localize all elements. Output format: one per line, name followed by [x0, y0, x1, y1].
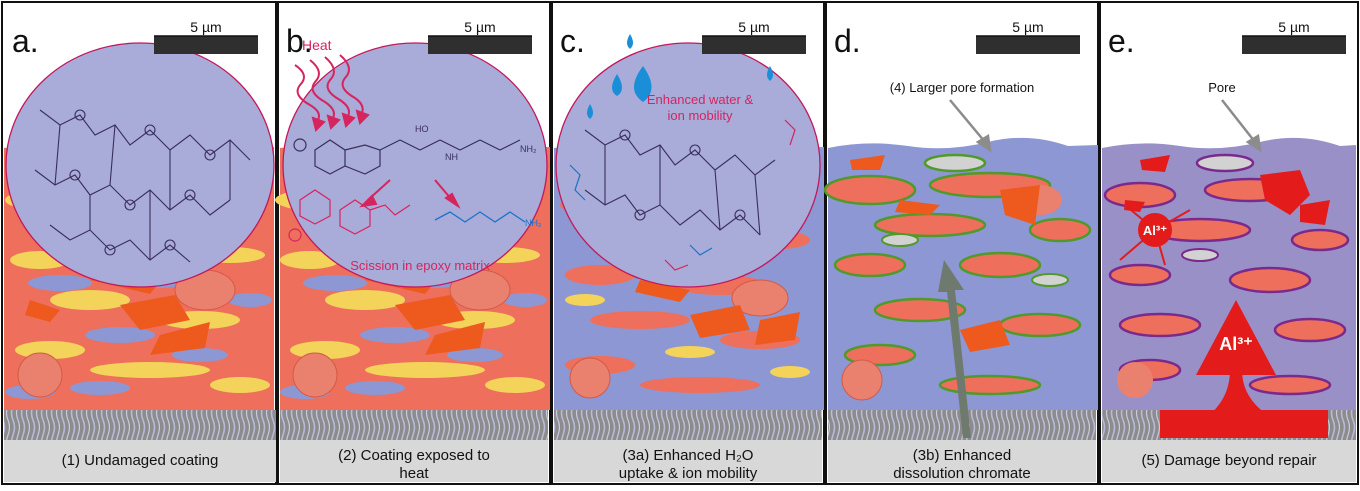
heat-arrows [294, 54, 370, 132]
panel-letter: e. [1108, 23, 1135, 59]
polymer-network [34, 109, 251, 263]
molecule-bubble [5, 42, 275, 288]
coating-layer [823, 137, 1098, 411]
panel-caption: (5) Damage beyond repair [1141, 452, 1316, 469]
epoxy-fragment [293, 138, 521, 175]
substrate [1102, 440, 1356, 482]
heat-label: Heat [302, 37, 332, 53]
scale-bar [1242, 36, 1346, 54]
panel-caption-line-2: heat [399, 465, 429, 482]
panel-caption-line-2: uptake & ion mobility [619, 465, 758, 482]
panel-letter: b. [286, 23, 313, 59]
polymer-network [584, 129, 776, 236]
panel-letter: c. [560, 23, 585, 59]
panel-d: (4) Larger pore formation 5 µm d. (3b) E… [823, 1, 1099, 485]
scale-bar-label: 5 µm [1278, 19, 1309, 35]
scale-bar-label: 5 µm [190, 19, 221, 35]
scale-bar [154, 36, 258, 54]
oxide-layer [280, 410, 548, 440]
panel-caption-line-1: (3b) Enhanced [913, 447, 1011, 464]
scission-label: Scission in epoxy matrix [350, 258, 490, 273]
panel-a: 5 µm a. (1) Undamaged coating [1, 1, 277, 485]
oxide-layer [554, 410, 822, 440]
panel-caption-line-1: (2) Coating exposed to [338, 447, 490, 464]
aluminium-ion-spread [1119, 204, 1191, 266]
aluminium-ion-label-small: Al³⁺ [1143, 223, 1167, 238]
substrate [828, 440, 1096, 482]
substrate [554, 440, 822, 482]
oxide-layer [4, 410, 276, 440]
panel-e: Al³⁺ Al³⁺ Pore 5 µm e. (5) Damage beyond… [1099, 1, 1359, 485]
chromate-arrow [938, 260, 971, 438]
substrate [280, 440, 548, 482]
mobility-label-line-2: ion mobility [667, 108, 733, 123]
panel-letter: a. [12, 23, 39, 59]
scission-fragment-red [288, 189, 411, 242]
scale-bar-label: 5 µm [464, 19, 495, 35]
molecule-bubble [555, 42, 821, 288]
aluminium-ion-label-large: Al³⁺ [1219, 334, 1253, 354]
mobility-label-line-1: Enhanced water & [647, 92, 754, 107]
scale-bar [976, 36, 1080, 54]
amine-label: NH₂ [520, 144, 537, 154]
panel-caption-line-1: (3a) Enhanced H₂O [623, 447, 754, 464]
molecule-bubble [282, 42, 548, 288]
hydroxyl-label: HO [415, 124, 429, 134]
panel-letter: d. [834, 23, 861, 59]
scale-bar-label: 5 µm [1012, 19, 1043, 35]
scission-arrows [359, 179, 461, 209]
scission-fragment-blue [434, 211, 526, 223]
pore-formation-label: (4) Larger pore formation [890, 80, 1035, 95]
scale-bar [702, 36, 806, 54]
pore-arrow [949, 99, 992, 153]
panel-caption: (1) Undamaged coating [62, 452, 219, 469]
pore-arrow [1221, 99, 1262, 153]
nh-label: NH [445, 152, 458, 162]
panel-b: NH₂ HO NH NH₂ Heat Scission in epoxy mat… [275, 1, 551, 485]
scale-bar [428, 36, 532, 54]
ion-fragments [569, 119, 796, 271]
amine-label-blue: NH₂ [525, 218, 542, 228]
panel-c: Enhanced water & ion mobility 5 µm c. (3… [551, 1, 825, 485]
substrate [4, 440, 276, 482]
aluminium-ion-arrows [1160, 300, 1328, 438]
panel-caption-line-2: dissolution chromate [893, 465, 1031, 482]
water-drops [587, 34, 773, 119]
pore-label: Pore [1208, 80, 1235, 95]
scale-bar-label: 5 µm [738, 19, 769, 35]
coating-layer [1102, 137, 1356, 411]
